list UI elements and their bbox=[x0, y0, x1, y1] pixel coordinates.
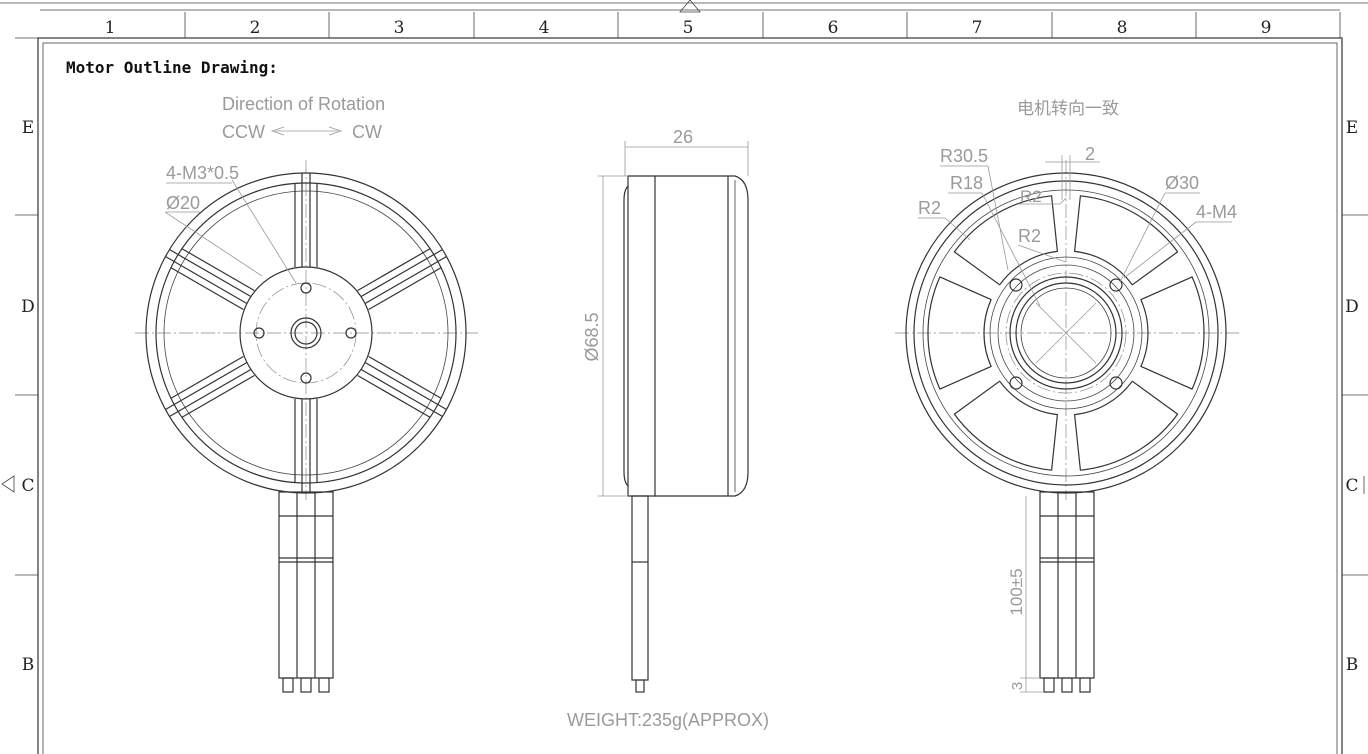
column-label-2: 2 bbox=[250, 18, 261, 38]
spoke-edge bbox=[169, 368, 252, 417]
rotation-title: Direction of Rotation bbox=[222, 94, 385, 114]
column-label-4: 4 bbox=[539, 18, 550, 38]
ventilation-window bbox=[953, 195, 1058, 286]
row-label-left-d: D bbox=[21, 297, 35, 317]
column-label-9: 9 bbox=[1261, 18, 1272, 38]
column-label-5: 5 bbox=[683, 18, 694, 38]
spoke-edge bbox=[357, 375, 431, 419]
column-label-6: 6 bbox=[828, 18, 839, 38]
width-dimension: 26 bbox=[673, 127, 693, 147]
rear-view bbox=[895, 155, 1240, 693]
spoke-edge bbox=[181, 375, 255, 419]
slot-width-dimension: 2 bbox=[1085, 144, 1095, 164]
ccw-label: CCW bbox=[222, 122, 265, 142]
ventilation-window bbox=[953, 380, 1058, 471]
spoke-edge bbox=[170, 355, 244, 399]
ventilation-window bbox=[1074, 195, 1179, 286]
ventilation-window bbox=[1140, 276, 1205, 390]
diameter-dimension: Ø68.5 bbox=[582, 312, 602, 361]
fillet-radius-mid-label: R2 bbox=[1018, 226, 1041, 246]
spoke-edge bbox=[169, 249, 252, 298]
hole-circle-label: Ø20 bbox=[166, 193, 200, 213]
rear-ventilation-windows bbox=[927, 195, 1205, 471]
rotor-spokes bbox=[165, 173, 447, 493]
spoke-edge bbox=[165, 362, 248, 411]
spoke-edge bbox=[368, 267, 442, 311]
row-label-left-b: B bbox=[22, 655, 35, 675]
lead-length-dimension: 100±5 bbox=[1007, 568, 1026, 615]
front-view bbox=[135, 126, 478, 693]
ventilation-window bbox=[927, 276, 992, 390]
lead-tip-dimension: 3 bbox=[1009, 682, 1026, 690]
row-label-right-d: D bbox=[1345, 297, 1359, 317]
front-lead-wires bbox=[278, 491, 334, 693]
column-label-3: 3 bbox=[394, 18, 405, 38]
spoke-edge bbox=[165, 255, 248, 304]
row-label-left-c: C bbox=[21, 476, 34, 496]
spoke-edge bbox=[364, 362, 447, 411]
cw-label: CW bbox=[352, 122, 382, 142]
outer-radius-label: R30.5 bbox=[940, 146, 988, 166]
hole-circle-diameter-label: Ø30 bbox=[1165, 173, 1199, 193]
row-label-right-e: E bbox=[1346, 118, 1358, 138]
fillet-radius-left-label: R2 bbox=[918, 198, 941, 218]
rotation-consistent-note: 电机转向一致 bbox=[1017, 99, 1119, 118]
column-label-7: 7 bbox=[972, 18, 983, 38]
inner-radius-label: R18 bbox=[950, 173, 983, 193]
mount-thread-label: 4-M4 bbox=[1196, 202, 1237, 222]
column-label-8: 8 bbox=[1117, 18, 1128, 38]
drawing-title: Motor Outline Drawing: bbox=[66, 58, 278, 77]
rear-lead-wires bbox=[1039, 491, 1095, 693]
weight-label: WEIGHT:235g(APPROX) bbox=[567, 710, 769, 730]
spoke-edge bbox=[368, 355, 442, 399]
row-label-right-b: B bbox=[1346, 655, 1359, 675]
fillet-radius-top-label: R2 bbox=[1020, 187, 1042, 206]
spoke-edge bbox=[364, 255, 447, 304]
thread-spec-label: 4-M3*0.5 bbox=[166, 163, 239, 183]
column-label-1: 1 bbox=[105, 18, 116, 38]
ventilation-window bbox=[1074, 380, 1179, 471]
row-label-right-c: C bbox=[1345, 476, 1358, 496]
row-label-left-e: E bbox=[22, 118, 34, 138]
spoke-edge bbox=[357, 247, 431, 291]
spoke-edge bbox=[360, 249, 443, 298]
side-view bbox=[598, 141, 749, 693]
spoke-edge bbox=[360, 368, 443, 417]
spoke-edge bbox=[181, 247, 255, 291]
spoke-edge bbox=[170, 267, 244, 311]
